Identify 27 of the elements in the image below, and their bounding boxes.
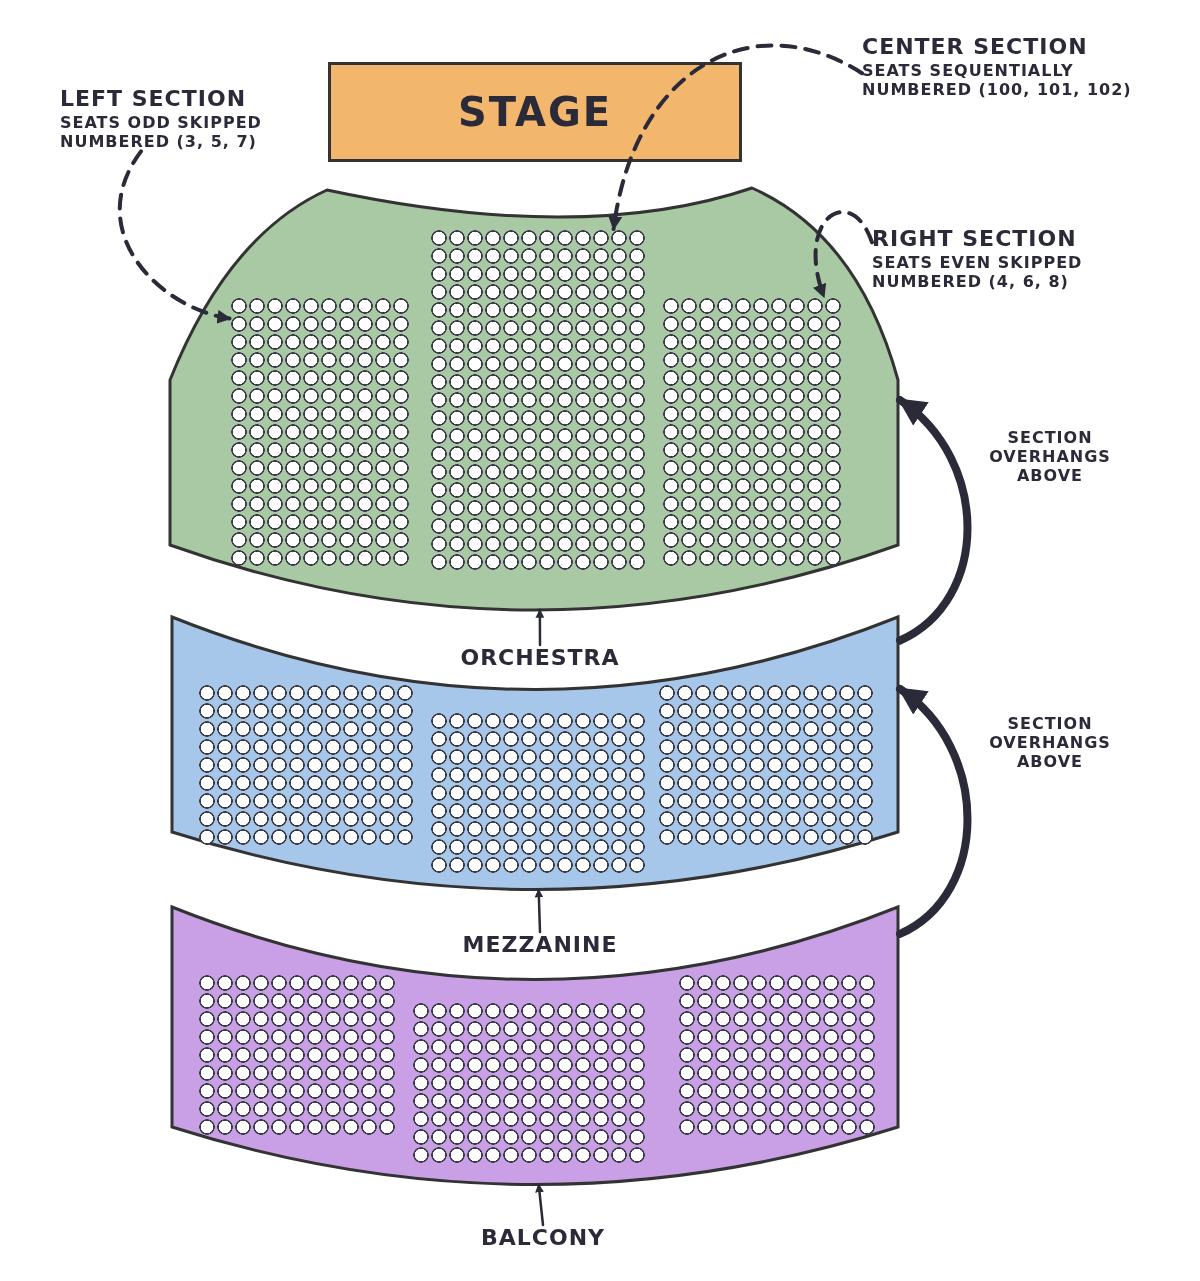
arrow [896, 684, 972, 938]
note-text: SEATS SEQUENTIALLY NUMBERED (100, 101, 102) [862, 61, 1133, 100]
section-label: ORCHESTRA [459, 645, 621, 670]
seat-grid [658, 684, 874, 846]
seat-grid [198, 684, 414, 846]
leader-line [813, 210, 874, 299]
arrow [896, 396, 972, 645]
seat-grid [198, 974, 396, 1136]
leader-line [609, 43, 864, 231]
section-heading: CENTER SECTION [862, 34, 1089, 59]
stage-box: STAGE [328, 62, 742, 162]
seat-grid [412, 1002, 646, 1164]
arrow [535, 1183, 545, 1227]
section-label: MEZZANINE [461, 932, 619, 957]
seat-grid [230, 297, 410, 567]
seat-grid [430, 712, 646, 874]
seat-grid [430, 229, 646, 571]
seat-grid [678, 974, 876, 1136]
leader-line [117, 149, 232, 323]
arrow [535, 608, 545, 647]
section-heading: RIGHT SECTION [872, 226, 1078, 251]
section-heading: LEFT SECTION [60, 86, 248, 111]
note-text: SEATS EVEN SKIPPED NUMBERED (4, 6, 8) [872, 253, 1084, 292]
section-label: BALCONY [480, 1225, 606, 1250]
seat-grid [662, 297, 842, 567]
note-text: SEATS ODD SKIPPED NUMBERED (3, 5, 7) [60, 113, 263, 152]
arrow [534, 888, 544, 934]
